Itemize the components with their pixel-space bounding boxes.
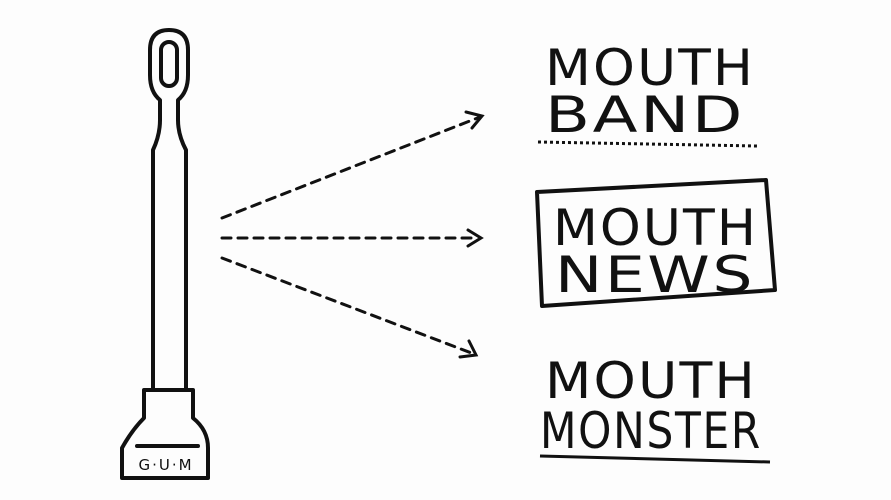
arrow-to-mouth-monster (220, 256, 476, 356)
name-line1: MOUTH (545, 352, 757, 410)
toothbrush-head (148, 28, 190, 122)
toothbrush (120, 28, 210, 480)
name-box (535, 178, 777, 308)
arrow-to-mouth-band (220, 115, 482, 220)
brand-label: G·U·M (138, 456, 193, 474)
name-line2: NEWS (555, 246, 755, 304)
solid-underline (539, 454, 771, 464)
name-line1: MOUTH (545, 39, 755, 97)
name-option-mouth-monster: MOUTH MONSTER (539, 352, 771, 464)
name-line1: MOUTH (553, 199, 758, 257)
name-line2: MONSTER (540, 402, 762, 460)
dotted-underline (537, 140, 758, 148)
name-option-mouth-news: MOUTH NEWS (535, 178, 777, 308)
toothbrush-base (120, 388, 210, 480)
toothbrush-handle (151, 118, 188, 392)
arrows (220, 110, 485, 359)
name-line2: BAND (545, 86, 745, 144)
name-option-mouth-band: MOUTH BAND (537, 39, 758, 148)
bristle-slot (159, 40, 179, 88)
